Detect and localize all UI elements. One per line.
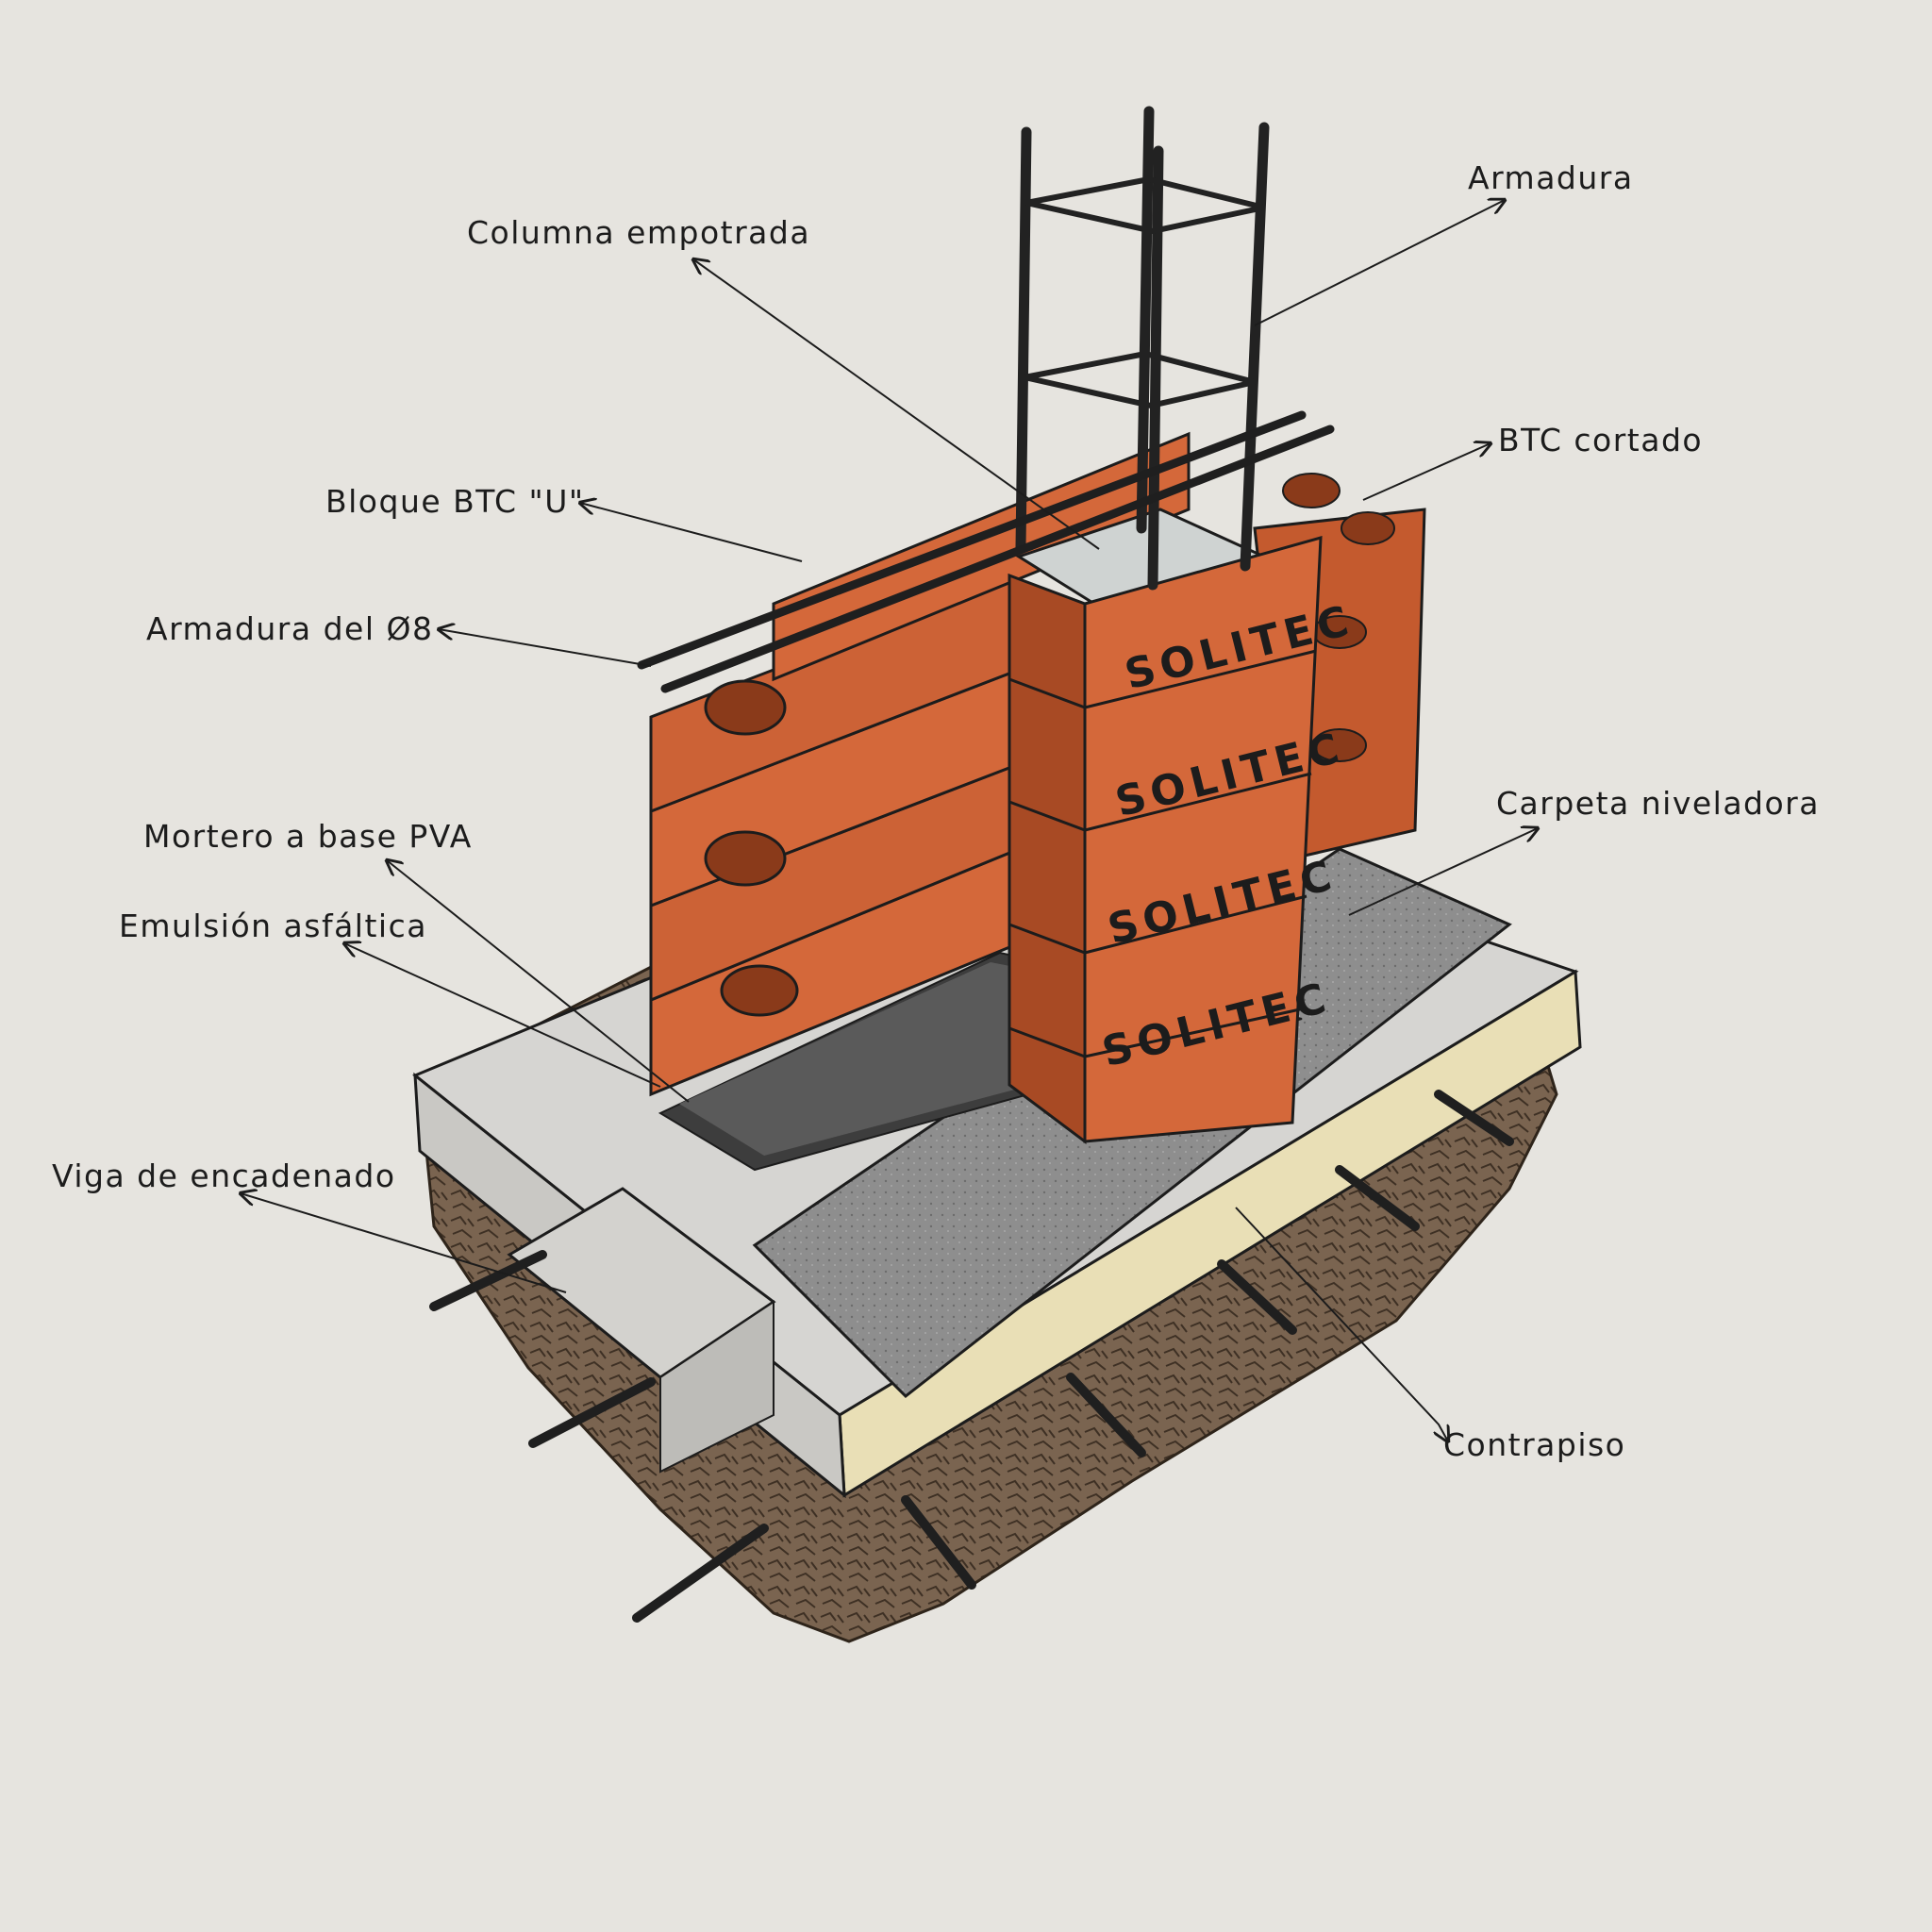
- label-carpeta-niveladora: Carpeta niveladora: [1496, 785, 1820, 822]
- soil-rebar-stubs: [429, 1090, 1514, 1623]
- leader-bloque-u: [580, 503, 803, 562]
- leader-viga: [241, 1193, 567, 1293]
- rebar-cage: [1015, 106, 1270, 591]
- rebar-08-bars: [637, 410, 1335, 693]
- leader-btc-cortado: [1362, 443, 1491, 501]
- leader-lines: [241, 200, 1538, 1441]
- leader-emulsion: [344, 943, 661, 1088]
- label-btc-cortado: BTC cortado: [1498, 422, 1704, 458]
- leader-armadura: [1254, 200, 1505, 326]
- label-mortero-pva: Mortero a base PVA: [143, 818, 473, 855]
- label-emulsion-asfaltica: Emulsión asfáltica: [119, 908, 427, 944]
- label-contrapiso: Contrapiso: [1443, 1426, 1626, 1463]
- left-brick-wall: [649, 431, 1191, 1097]
- label-columna-empotrada: Columna empotrada: [467, 214, 811, 251]
- label-armadura-del-08: Armadura del Ø8: [146, 610, 434, 647]
- leader-mortero: [387, 860, 690, 1103]
- label-viga-encadenado: Viga de encadenado: [52, 1158, 396, 1194]
- leader-armadura-08: [439, 629, 652, 667]
- leader-carpeta: [1348, 828, 1538, 916]
- viga-encadenado-beam: [507, 1187, 776, 1474]
- label-bloque-btc-u: Bloque BTC "U": [325, 483, 585, 520]
- leader-contrapiso: [1235, 1207, 1448, 1441]
- column-front-face: [1008, 535, 1323, 1144]
- label-armadura: Armadura: [1468, 159, 1634, 196]
- leader-columna: [693, 259, 1100, 550]
